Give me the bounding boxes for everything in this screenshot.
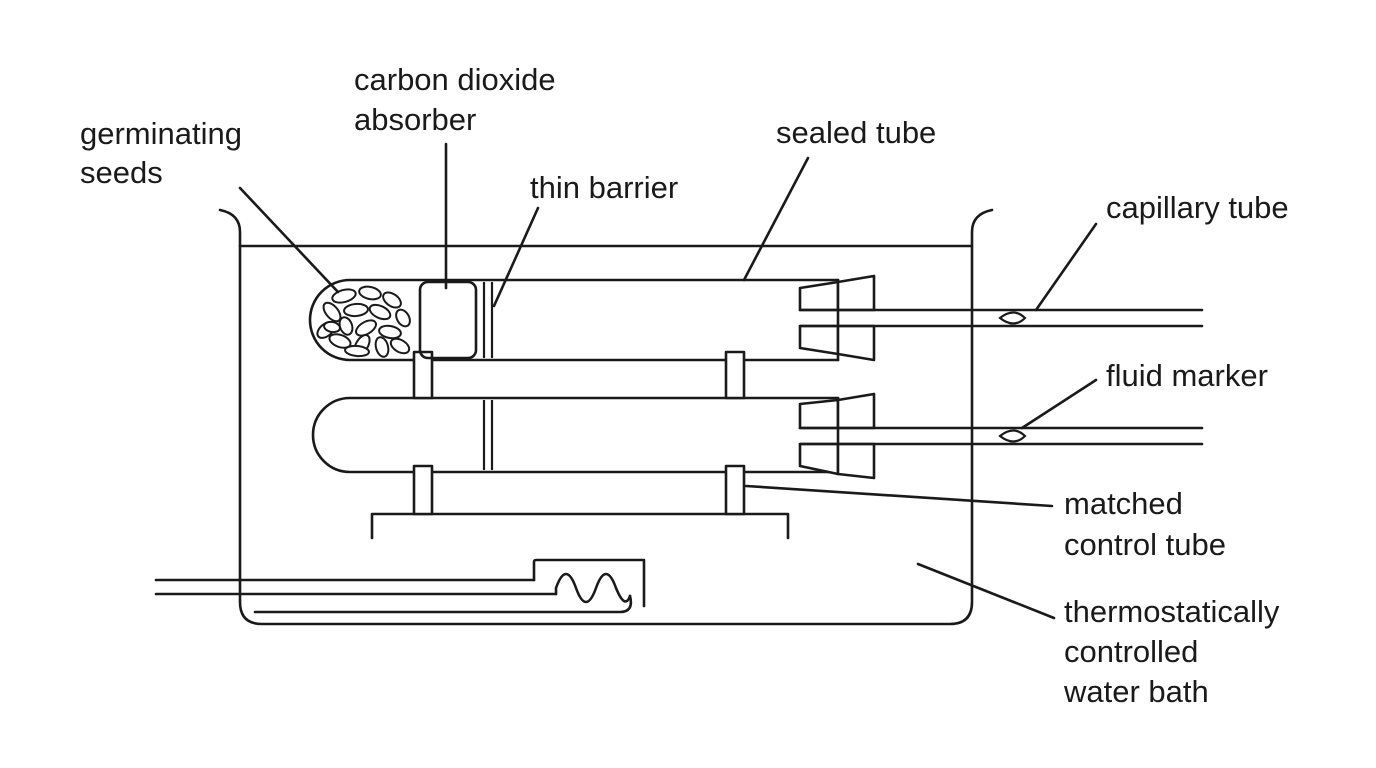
carbon-dioxide-absorber — [418, 280, 478, 360]
seed — [323, 320, 341, 334]
label-water-bath-line3: water bath — [1063, 674, 1209, 709]
seed — [374, 336, 390, 358]
water-bath — [218, 208, 994, 626]
fluid-markers — [998, 311, 1027, 443]
seed — [328, 333, 352, 349]
thin-barrier — [482, 282, 494, 470]
leader-lines — [238, 142, 1098, 620]
heater-element — [154, 558, 646, 614]
label-co2-absorber-line1: carbon dioxide — [354, 62, 556, 97]
seed — [355, 319, 377, 337]
tube-supports — [412, 350, 746, 516]
seed — [382, 291, 402, 309]
label-capillary-tube: capillary tube — [1106, 190, 1289, 225]
seed — [389, 337, 411, 355]
seed — [368, 303, 392, 321]
seed — [395, 308, 411, 328]
label-matched-control-tube-line1: matched — [1064, 486, 1183, 521]
seed — [322, 301, 342, 323]
label-germinating-seeds-line1: germinating — [80, 116, 242, 151]
germinating-seeds — [316, 285, 411, 358]
stoppers — [798, 274, 876, 480]
capillary-tubes — [798, 308, 1204, 446]
label-germinating-seeds-line2: seeds — [80, 155, 163, 190]
seed — [378, 324, 402, 340]
control-tube-body — [311, 396, 840, 474]
label-matched-control-tube-line2: control tube — [1064, 527, 1226, 562]
label-water-bath-line1: thermostatically — [1064, 594, 1280, 629]
label-thin-barrier: thin barrier — [530, 170, 678, 205]
seed — [343, 302, 369, 318]
label-sealed-tube: sealed tube — [776, 115, 936, 150]
tube-stand — [370, 512, 790, 540]
label-water-bath-line2: controlled — [1064, 634, 1198, 669]
label-fluid-marker: fluid marker — [1106, 358, 1268, 393]
label-co2-absorber-line2: absorber — [354, 102, 476, 137]
seed — [344, 344, 370, 358]
seed — [358, 285, 382, 301]
